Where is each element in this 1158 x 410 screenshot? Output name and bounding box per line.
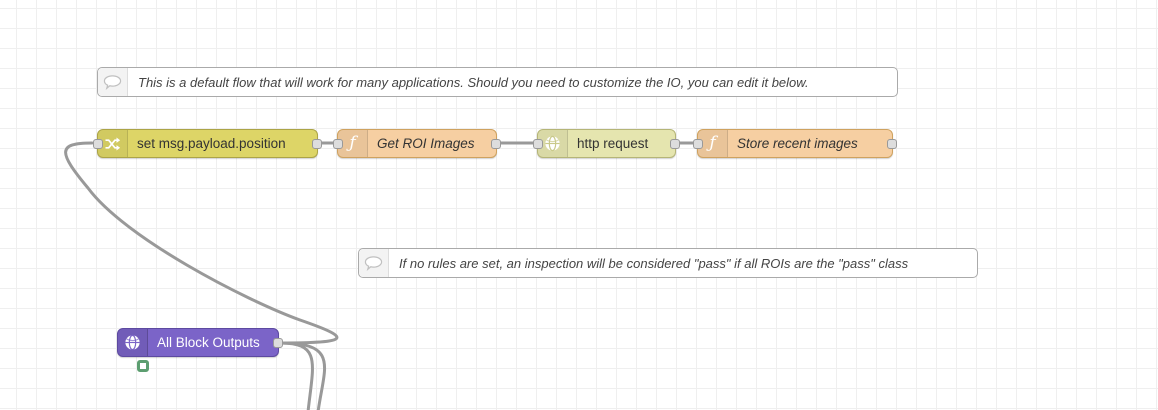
node-label: http request [568, 136, 656, 151]
function-icon: ƒ [349, 135, 355, 152]
comment-node-default-flow[interactable]: This is a default flow that will work fo… [97, 67, 898, 97]
input-port[interactable] [693, 139, 703, 149]
output-port[interactable] [273, 338, 283, 348]
input-port[interactable] [93, 139, 103, 149]
wire-outputs-branch-2[interactable] [281, 343, 325, 410]
node-icon-section [118, 329, 148, 356]
function-icon: ƒ [709, 135, 715, 152]
wire-outputs-to-change[interactable] [66, 143, 337, 343]
node-http-request[interactable]: http request [537, 129, 676, 158]
node-label: Get ROI Images [368, 136, 483, 151]
input-port[interactable] [333, 139, 343, 149]
node-status-indicator [137, 360, 149, 372]
shuffle-icon [104, 136, 121, 152]
comment-node-rules-info[interactable]: If no rules are set, an inspection will … [358, 248, 978, 278]
node-set-msg-payload-position[interactable]: set msg.payload.position [97, 129, 318, 158]
node-label: Store recent images [728, 136, 866, 151]
output-port[interactable] [887, 139, 897, 149]
node-label: set msg.payload.position [128, 136, 294, 151]
node-all-block-outputs[interactable]: All Block Outputs [117, 328, 279, 357]
comment-icon-section [98, 68, 128, 96]
node-store-recent-images[interactable]: ƒ Store recent images [697, 129, 893, 158]
globe-icon [124, 334, 141, 351]
node-label: All Block Outputs [148, 335, 268, 350]
output-port[interactable] [670, 139, 680, 149]
input-port[interactable] [533, 139, 543, 149]
globe-icon [544, 135, 561, 152]
comment-icon-section [359, 249, 389, 277]
comment-text: This is a default flow that will work fo… [128, 75, 817, 90]
output-port[interactable] [491, 139, 501, 149]
wire-outputs-branch-1[interactable] [281, 343, 312, 410]
speech-bubble-icon [103, 74, 122, 90]
speech-bubble-icon [364, 255, 383, 271]
comment-text: If no rules are set, an inspection will … [389, 256, 916, 271]
output-port[interactable] [312, 139, 322, 149]
node-get-roi-images[interactable]: ƒ Get ROI Images [337, 129, 497, 158]
